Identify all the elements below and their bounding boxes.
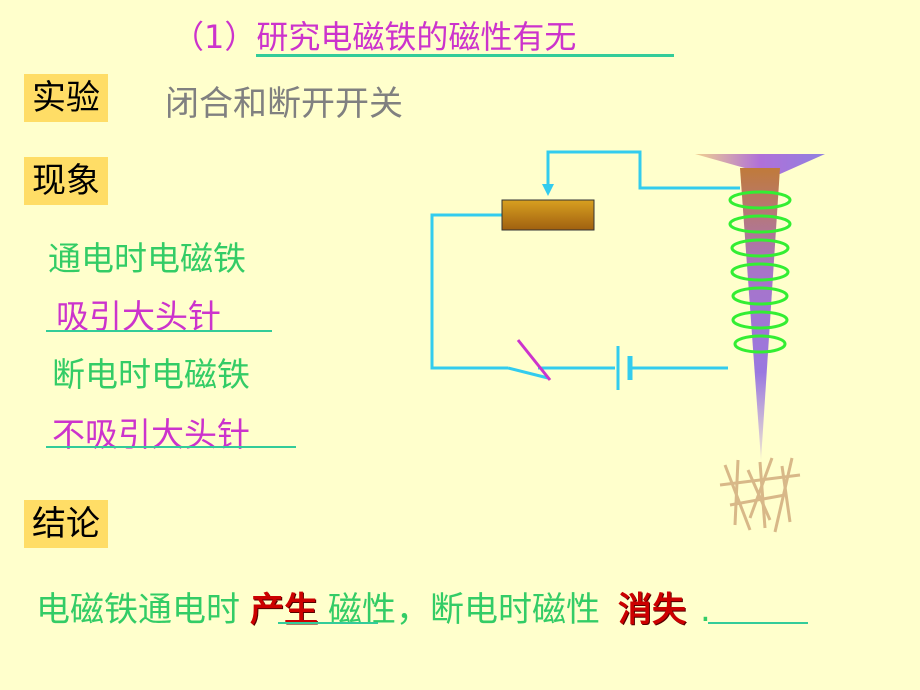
phenomenon-line2: 断电时电磁铁 [52, 355, 250, 394]
conclusion-part2: 磁性，断电时磁性 [328, 590, 600, 630]
answer2-underline [46, 446, 296, 448]
battery-icon [616, 346, 633, 390]
switch-blade-icon [516, 339, 552, 381]
conclusion-part1: 电磁铁通电时 [36, 590, 240, 630]
phenomenon-answer1: 吸引大头针 [56, 297, 221, 336]
phenomenon-answer2: 不吸引大头针 [52, 415, 250, 454]
circuit-diagram [430, 150, 825, 533]
title-text: 研究电磁铁的磁性有无 [256, 18, 577, 56]
rheostat [501, 199, 595, 231]
experiment-label: 实验 [24, 74, 108, 122]
conclusion-underline-2 [708, 622, 808, 624]
conclusion-answer1: 产生 [250, 590, 318, 630]
title-number: （1） [172, 18, 257, 56]
phenomenon-label: 现象 [24, 157, 108, 205]
switch-lever [507, 366, 549, 380]
coil-icon [728, 190, 792, 354]
slide-title: （1）研究电磁铁的磁性有无 [172, 12, 576, 58]
answer1-underline [46, 330, 272, 332]
slider-arrow-icon [542, 184, 554, 196]
pins-icon [719, 457, 801, 533]
circuit-wires [430, 150, 740, 370]
conclusion-label: 结论 [24, 500, 108, 548]
experiment-text: 闭合和断开开关 [165, 84, 403, 124]
conclusion-underline-1 [278, 622, 378, 624]
conclusion-end: . [700, 590, 711, 630]
core-top-icon [695, 154, 825, 174]
phenomenon-line1: 通电时电磁铁 [48, 239, 246, 278]
title-underline [256, 54, 674, 57]
conclusion-answer2: 消失 [618, 590, 686, 630]
